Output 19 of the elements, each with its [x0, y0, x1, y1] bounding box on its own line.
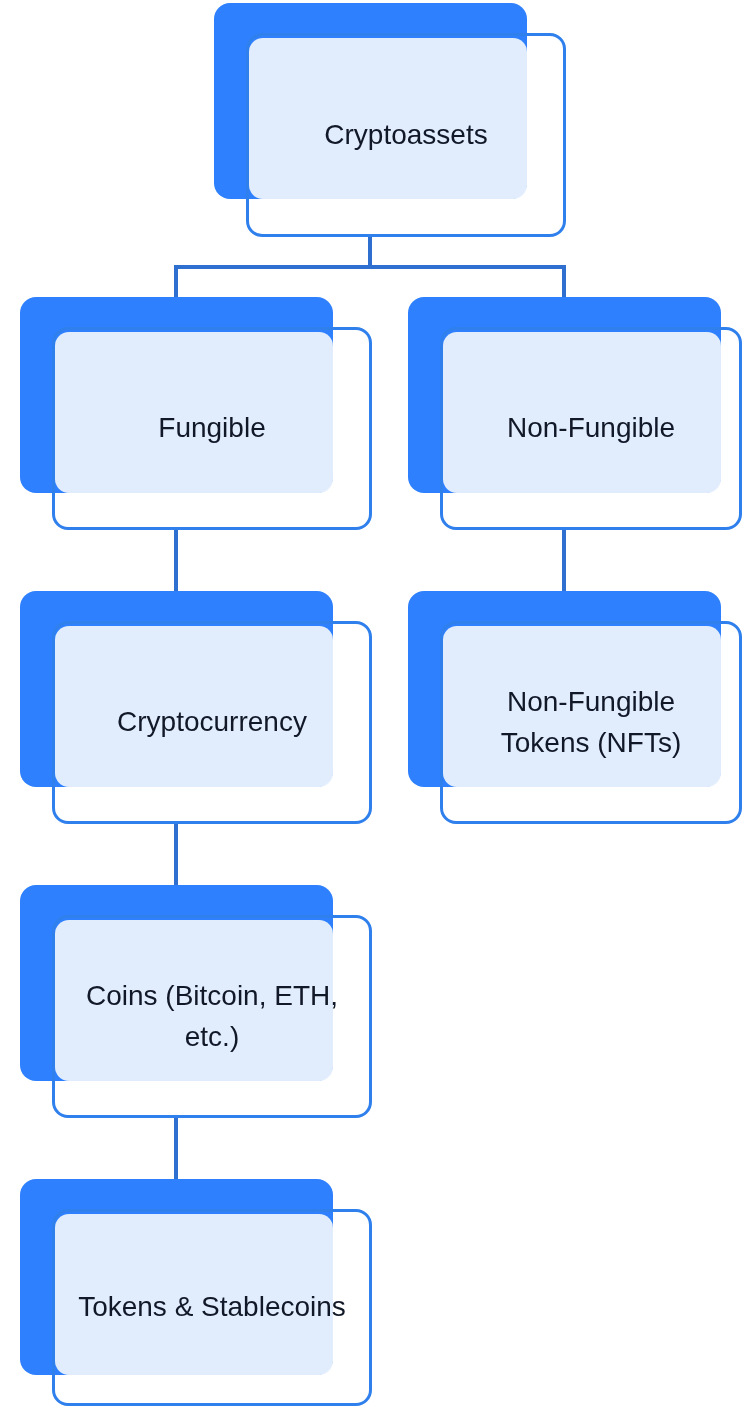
category-card	[20, 297, 372, 530]
connector-line	[368, 237, 566, 297]
category-card	[408, 591, 742, 824]
category-label: Tokens & Stablecoins	[77, 1290, 347, 1325]
category-card	[20, 1179, 372, 1406]
category-label: Cryptoassets	[323, 117, 489, 152]
category-card	[20, 591, 372, 824]
category-card	[20, 885, 372, 1118]
category-label: Non-Fungible Tokens (NFTs)	[499, 684, 683, 760]
category-label: Cryptocurrency	[116, 705, 308, 740]
category-label: Coins (Bitcoin, ETH, etc.)	[84, 978, 340, 1054]
category-card	[408, 297, 742, 530]
category-label: Fungible	[157, 411, 267, 446]
category-card	[214, 3, 566, 237]
connector-line	[174, 1118, 178, 1179]
connector-line	[174, 824, 178, 885]
connector-line	[562, 530, 566, 591]
category-label: Non-Fungible	[505, 411, 677, 446]
connector-line	[174, 530, 178, 591]
